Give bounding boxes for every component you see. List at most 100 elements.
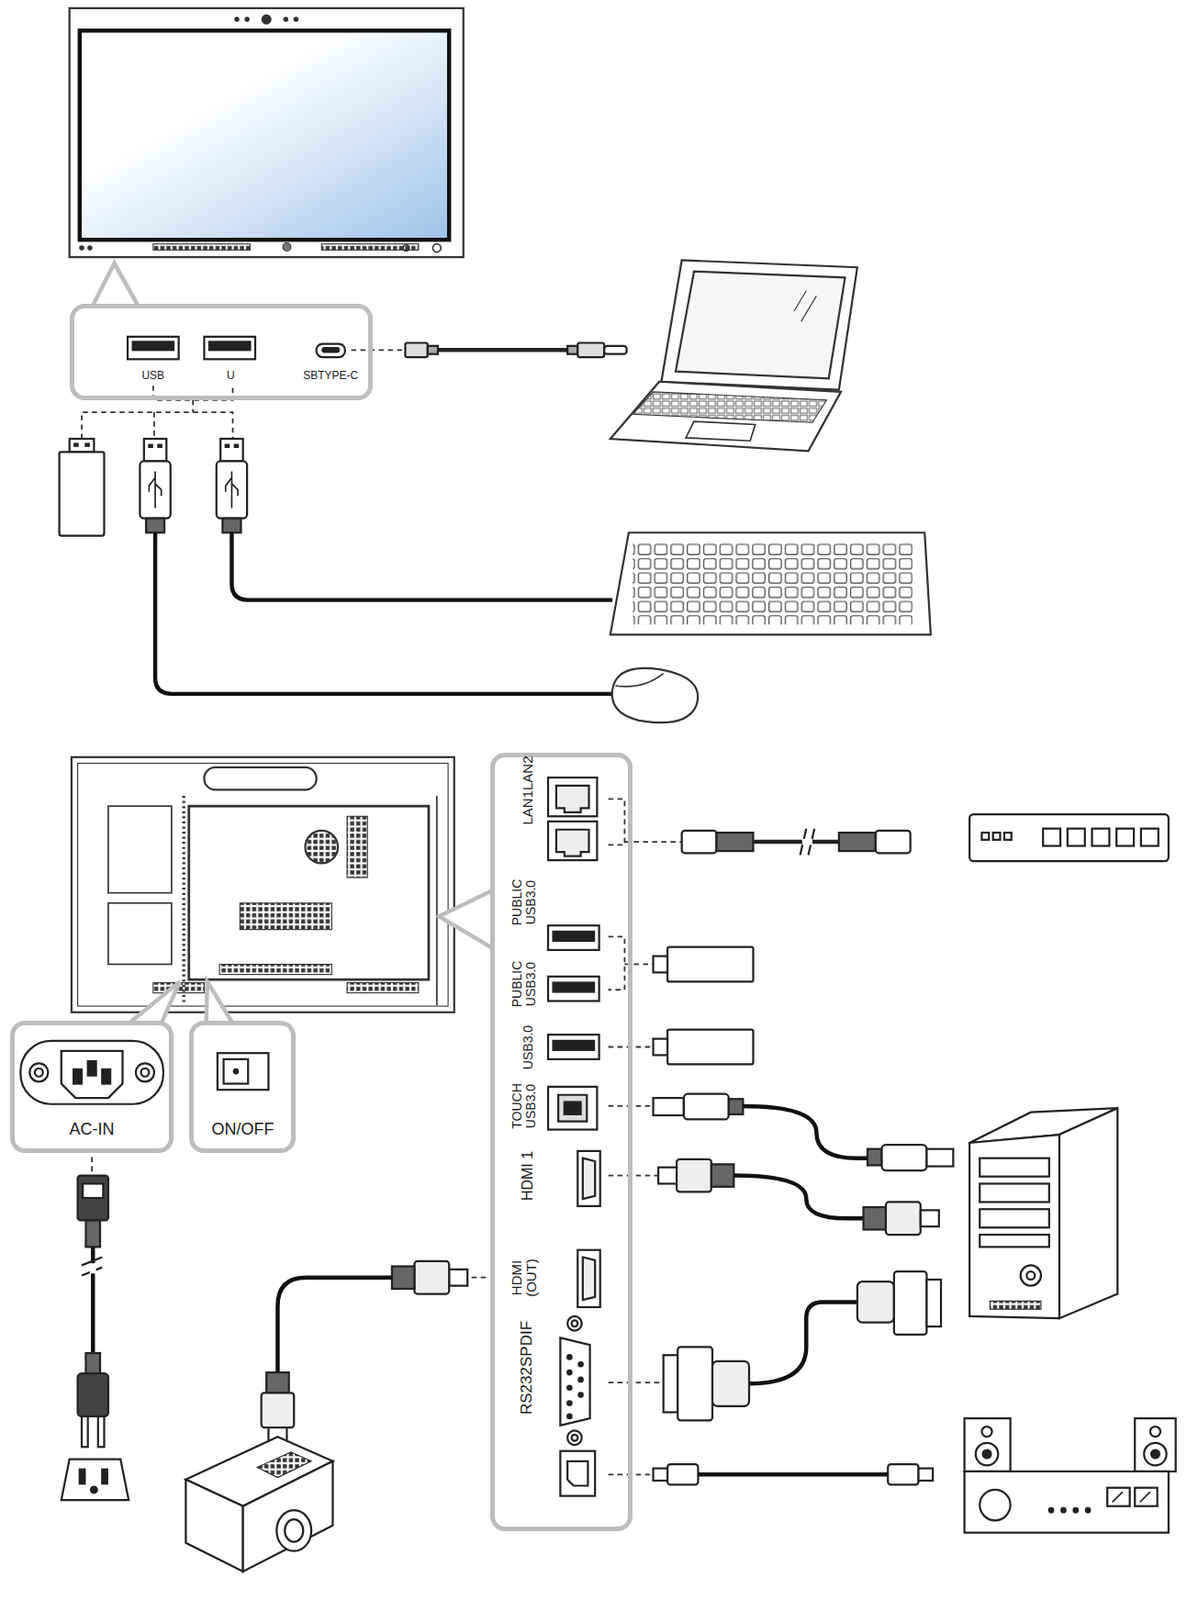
dashed-leader	[90, 1157, 93, 1176]
tower-computer	[989, 1300, 1042, 1310]
lan-cable	[716, 832, 753, 852]
power-switch	[217, 1052, 269, 1090]
audio-system	[1107, 1488, 1130, 1507]
laptop	[610, 381, 841, 452]
display-front	[284, 17, 288, 21]
rs232-port	[559, 1337, 590, 1426]
hdmi-cable	[448, 1269, 468, 1287]
display-rear	[108, 806, 172, 893]
hdmi-cable	[277, 1277, 392, 1373]
display-rear	[71, 757, 455, 1013]
tower-computer	[979, 1234, 1050, 1247]
tower-computer	[979, 1158, 1050, 1177]
mouse	[615, 673, 663, 687]
audio-system	[1150, 1426, 1161, 1437]
usb-port	[553, 1041, 594, 1051]
display-front	[69, 8, 464, 258]
network-switch	[969, 814, 1169, 862]
audio-system	[1140, 1491, 1151, 1502]
dashed-leader	[608, 798, 626, 845]
type-c-port	[316, 344, 346, 358]
front-usb-port	[127, 336, 256, 359]
display-rear	[189, 806, 429, 980]
usb-plug	[148, 471, 161, 509]
display-front	[245, 17, 248, 21]
usb-plug	[144, 438, 167, 461]
port-callout: USBUSBTYPE-C	[69, 303, 373, 401]
keyboard	[610, 532, 931, 635]
front-usb-port	[133, 341, 174, 350]
ac-inlet	[141, 1068, 150, 1077]
usb-plug	[220, 438, 243, 461]
lan-port	[548, 777, 597, 817]
lan-cable	[839, 832, 876, 852]
usb-cable	[155, 532, 615, 695]
tower-computer	[979, 1183, 1050, 1202]
audio-system	[975, 1443, 998, 1466]
usb-stick	[653, 1039, 669, 1056]
rs232-cable	[926, 1279, 941, 1327]
wall-outlet	[61, 1459, 129, 1501]
audio-system	[964, 1471, 1169, 1534]
mouse	[612, 668, 698, 723]
usb-plug	[234, 444, 240, 448]
port-label: TOUCH USB3.0	[511, 1079, 538, 1133]
hdmi-cable	[261, 1261, 469, 1445]
port-label: PUBLIC USB3.0	[511, 957, 538, 1011]
power-cord	[98, 1416, 105, 1447]
wall-outlet	[61, 1459, 129, 1501]
usb-port	[548, 1034, 600, 1060]
port-label: LAN1LAN2	[520, 755, 536, 825]
lan-port	[548, 777, 597, 861]
hdmi-port	[577, 1250, 600, 1308]
rear-port-callout: LAN1LAN2PUBLIC USB3.0PUBLIC USB3.0USB3.0…	[490, 752, 634, 1531]
network-switch	[993, 832, 1001, 840]
display-rear	[108, 903, 172, 965]
ac-inlet	[101, 1069, 111, 1085]
hdmi-cable	[920, 1209, 940, 1227]
hdmi-port	[577, 1151, 600, 1207]
audio-system	[981, 1426, 992, 1437]
usb-plug	[139, 438, 247, 533]
dashed-leader	[81, 412, 234, 439]
rs232-port	[578, 1362, 583, 1367]
ac-inlet	[34, 1068, 44, 1077]
port-label: PUBLIC USB3.0	[511, 875, 538, 930]
display-rear	[71, 757, 455, 1013]
audio-system	[983, 1450, 992, 1459]
type-c-cable	[567, 346, 578, 355]
display-rear	[347, 982, 419, 993]
usb-plug	[225, 471, 238, 509]
power-cord	[82, 1183, 103, 1199]
network-switch	[1116, 828, 1134, 847]
usb-plug	[216, 460, 247, 518]
laptop	[801, 295, 818, 322]
type-c-cable	[604, 346, 627, 355]
rs232-cable	[663, 1354, 679, 1412]
rs232-port	[578, 1377, 583, 1382]
callout-pointer	[91, 263, 139, 308]
hdmi-port	[582, 1158, 595, 1199]
projector	[284, 1519, 303, 1542]
usb-plug	[139, 460, 170, 518]
audio-system	[1112, 1491, 1123, 1502]
rs232-cable	[749, 1301, 858, 1384]
type-c-cable	[404, 343, 427, 359]
usb-stick	[667, 1030, 753, 1065]
port-label: AC-IN	[69, 1119, 115, 1138]
audio-system	[1134, 1418, 1176, 1472]
usb-b-cable	[926, 1149, 953, 1167]
ac-inlet	[88, 1061, 97, 1076]
audio-system	[1074, 1508, 1078, 1512]
dashed-leader	[153, 412, 156, 439]
projector	[185, 1479, 243, 1572]
usb-cable	[155, 532, 615, 695]
hdmi-port	[577, 1151, 600, 1308]
optical-cable	[697, 1472, 888, 1477]
rs232-port	[559, 1316, 590, 1445]
usb-stick	[653, 956, 669, 974]
laptop	[610, 259, 858, 451]
display-front	[79, 30, 449, 240]
display-front	[88, 246, 91, 249]
